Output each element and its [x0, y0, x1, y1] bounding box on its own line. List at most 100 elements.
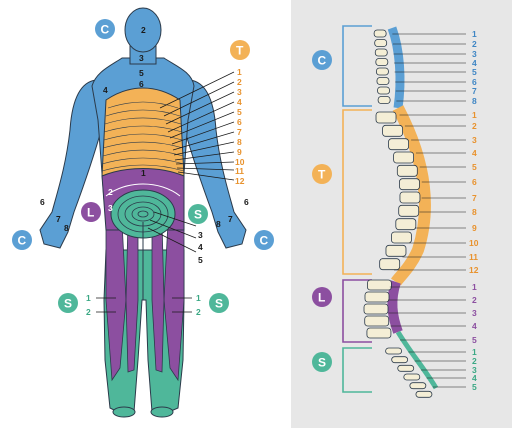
svg-text:5: 5: [237, 107, 242, 117]
vertebra: [366, 327, 392, 339]
svg-text:12: 12: [469, 265, 479, 275]
svg-text:4: 4: [472, 373, 477, 383]
svg-text:8: 8: [64, 223, 69, 233]
vertebra: [375, 111, 397, 124]
svg-text:6: 6: [237, 117, 242, 127]
spine-labels-lumbar: 1 2 3 4 5: [472, 282, 477, 345]
vertebra: [366, 279, 392, 291]
svg-text:3: 3: [198, 230, 203, 240]
svg-text:1: 1: [472, 347, 477, 357]
sacral-left-labels: 1 2: [86, 293, 91, 317]
svg-text:3: 3: [472, 135, 477, 145]
vertebra: [373, 29, 387, 38]
vertebra: [396, 164, 418, 177]
head-label: 2: [141, 25, 146, 35]
badge-thoracic-body: T: [230, 40, 250, 60]
svg-text:T: T: [236, 44, 244, 58]
vertebra: [375, 67, 389, 76]
thoracic-callout-lines: [96, 71, 235, 313]
vertebra: [374, 39, 388, 47]
vertebra: [376, 77, 390, 85]
head: [124, 7, 162, 53]
vertebra: [391, 356, 409, 364]
svg-text:8: 8: [472, 96, 477, 106]
svg-text:S: S: [318, 356, 326, 370]
lumbar-arc: [105, 183, 181, 197]
svg-text:S: S: [215, 297, 223, 311]
vertebra: [377, 96, 391, 104]
vertebra: [374, 48, 388, 57]
foot-right: [150, 406, 174, 418]
svg-text:L: L: [87, 206, 94, 220]
svg-text:5: 5: [472, 67, 477, 77]
badge-lumbar-body: L: [81, 202, 101, 222]
svg-text:11: 11: [235, 166, 244, 176]
vertebrae: [363, 29, 433, 398]
badge-sacral-spine: S: [312, 352, 332, 372]
spine-labels-cervical: 1 2 3 4 5 6 7 8: [472, 29, 477, 106]
svg-text:8: 8: [237, 137, 242, 147]
svg-text:3: 3: [237, 87, 242, 97]
svg-text:1: 1: [472, 282, 477, 292]
neck-label: 3: [139, 53, 144, 63]
badge-sacral-leg-left: S: [58, 293, 78, 313]
vertebra: [391, 231, 412, 244]
svg-text:7: 7: [228, 214, 233, 224]
vertebra: [382, 124, 403, 137]
svg-text:2: 2: [86, 307, 91, 317]
vertebra: [395, 218, 417, 231]
spinal-cord-lumbar: [387, 280, 403, 334]
svg-text:C: C: [260, 234, 269, 248]
thoracic-labels: 1 2 3 4 5 6 7 8 9 10 11 12: [235, 67, 245, 186]
svg-text:10: 10: [469, 238, 479, 248]
badge-cervical-head: C: [95, 19, 115, 39]
spine-callout-lines: [388, 33, 466, 388]
svg-text:C: C: [318, 54, 327, 68]
svg-text:3: 3: [108, 203, 113, 213]
torso-thoracic-zone: [101, 87, 185, 177]
vertebra: [377, 86, 390, 95]
sacral-rings: [110, 189, 176, 239]
shoulder-label-4: 4: [103, 85, 108, 95]
svg-text:1: 1: [196, 293, 201, 303]
svg-text:4: 4: [237, 97, 242, 107]
svg-text:1: 1: [472, 110, 477, 120]
vertebra: [399, 178, 420, 191]
svg-text:7: 7: [56, 214, 61, 224]
lumbar-right-labels: 3 4 5: [198, 230, 203, 265]
vertebra: [403, 373, 421, 381]
lumbar-body-labels: 1 2 3: [108, 168, 146, 213]
svg-text:4: 4: [472, 148, 477, 158]
vertebra: [398, 204, 420, 217]
svg-text:4: 4: [198, 242, 203, 252]
svg-text:8: 8: [472, 207, 477, 217]
svg-text:L: L: [318, 291, 325, 305]
svg-text:6: 6: [472, 77, 477, 87]
svg-text:C: C: [101, 23, 110, 37]
svg-text:C: C: [18, 234, 27, 248]
svg-text:12: 12: [235, 176, 245, 186]
badge-cervical-spine: C: [312, 50, 332, 70]
spine-labels-thoracic: 1 2 3 4 5 6 7 8 9 10 11 12: [469, 110, 479, 275]
svg-text:8: 8: [216, 219, 221, 229]
svg-text:2: 2: [472, 295, 477, 305]
vertebra: [415, 390, 433, 398]
svg-text:S: S: [194, 208, 202, 222]
spinal-cord-cervical: [387, 26, 405, 109]
svg-text:5: 5: [198, 255, 203, 265]
vertebra: [379, 258, 401, 271]
svg-text:2: 2: [237, 77, 242, 87]
body-figure: 2 3 4 5 6 1 2 3 4 5 6 7 8 9 10 11 12 1 2…: [12, 7, 274, 418]
vertebra: [364, 291, 390, 303]
svg-text:2: 2: [472, 356, 477, 366]
vertebra: [393, 151, 414, 164]
svg-text:2: 2: [472, 39, 477, 49]
bracket-lumbar: [342, 279, 372, 343]
bracket-cervical: [342, 25, 372, 107]
vertebra: [375, 58, 389, 66]
vertebra: [363, 303, 389, 315]
svg-text:S: S: [64, 297, 72, 311]
svg-text:5: 5: [472, 335, 477, 345]
svg-text:6: 6: [244, 197, 249, 207]
svg-text:2: 2: [196, 307, 201, 317]
